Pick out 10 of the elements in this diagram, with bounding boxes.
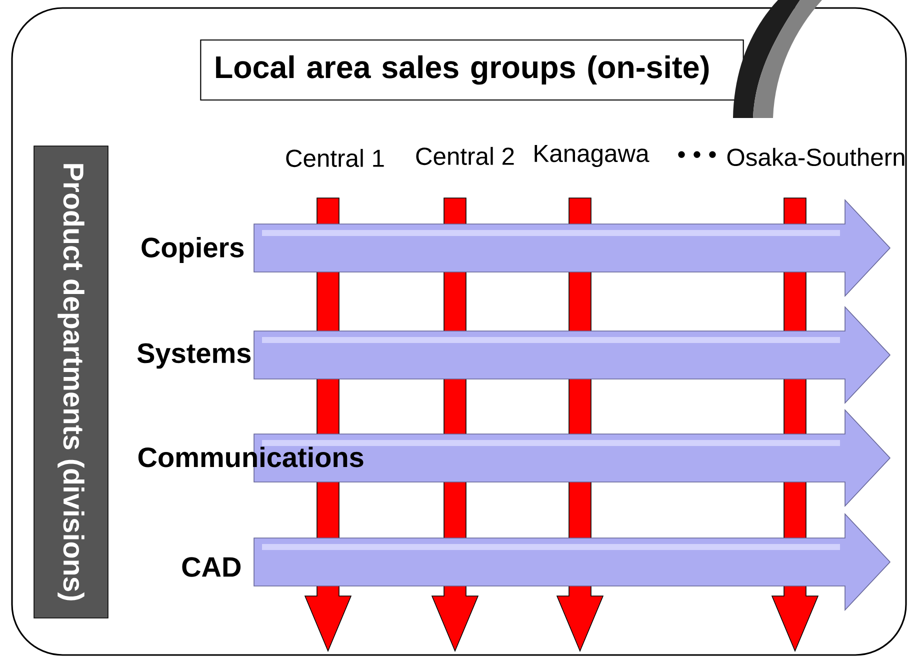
column-label: Central 1: [286, 148, 384, 168]
title-box: Local area sales groups (on-site): [200, 39, 744, 101]
side-box: Product departments (divisions): [34, 146, 108, 618]
column-label: • • •: [678, 151, 716, 158]
column-label: Central 2: [416, 146, 514, 166]
column-label: Kanagawa: [534, 144, 650, 168]
column-label: Osaka-Southern: [727, 148, 904, 166]
row-label: Copiers: [142, 236, 244, 264]
row-label: Systems: [137, 343, 251, 369]
row-label: CAD: [182, 557, 241, 577]
